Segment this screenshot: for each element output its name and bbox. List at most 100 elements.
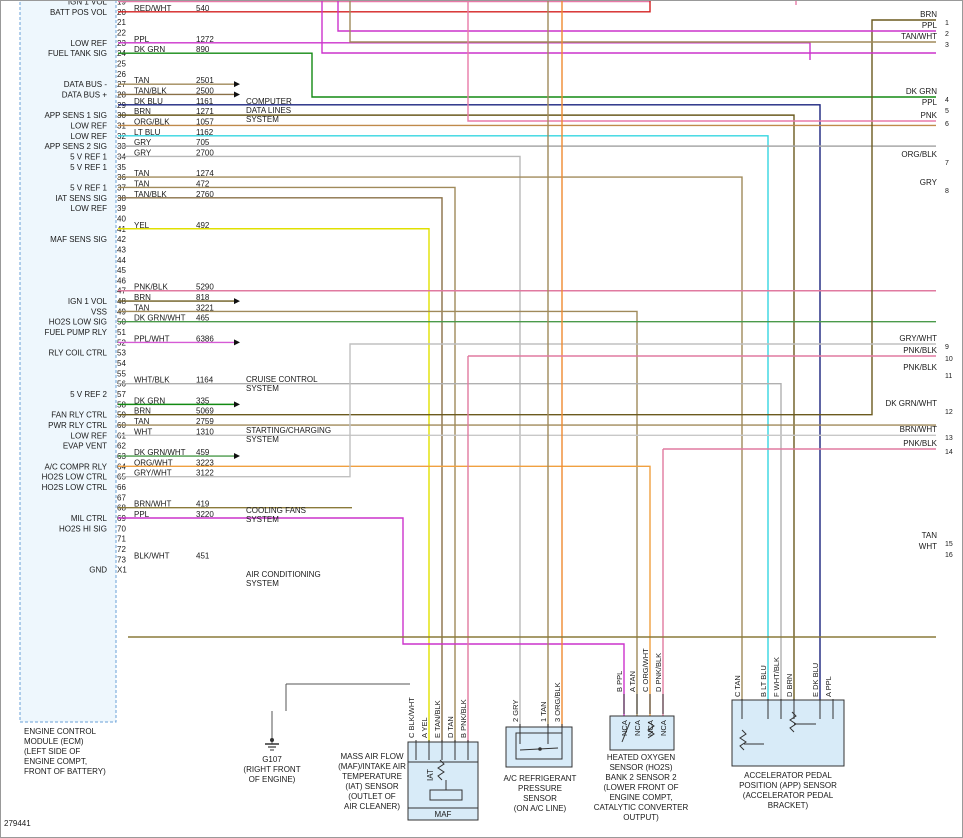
ecm-caption-line: (LEFT SIDE OF	[24, 747, 80, 756]
ecm-pin-number: 71	[117, 535, 126, 544]
ho2s-caption-6: CATALYTIC CONVERTER	[594, 803, 689, 812]
sensor-pin-label: A TAN	[628, 671, 637, 692]
ecm-box	[19, 0, 117, 723]
ecm-wire-circuit: 1057	[196, 117, 214, 126]
ho2s-caption-3: BANK 2 SENSOR 2	[605, 773, 677, 782]
sensor-pin-label: B PNK/BLK	[459, 699, 468, 738]
right-pin-number: 6	[945, 121, 949, 128]
ecm-wire-color: BRN/WHT	[134, 500, 171, 509]
sensor-pin-label: A PPL	[824, 676, 833, 697]
maf-body	[407, 761, 479, 809]
ecm-wire-color: DK GRN/WHT	[134, 448, 186, 457]
ecm-wire-circuit: 3220	[196, 510, 214, 519]
right-wire-color: BRN	[920, 10, 937, 19]
ecm-wire-color: PNK/BLK	[134, 283, 168, 292]
ecm-pin-signal: VSS	[91, 307, 107, 316]
right-wire-color: PNK/BLK	[903, 439, 937, 448]
ecm-wire-color: TAN	[134, 76, 150, 85]
ecm-wire-circuit: 2700	[196, 148, 214, 157]
ecm-wire-circuit: 1274	[196, 169, 214, 178]
system-label: CRUISE CONTROL	[246, 375, 318, 384]
right-pin-number: 1	[945, 20, 949, 27]
right-wire-color: PNK/BLK	[903, 346, 937, 355]
ecm-wire-circuit: 1310	[196, 427, 214, 436]
ecm-pin-signal: 5 V REF 1	[70, 152, 107, 161]
ecm-wire-circuit: 890	[196, 45, 210, 54]
ecm-pin-number: 43	[117, 245, 126, 254]
app-caption-3: (ACCELERATOR PEDAL	[743, 791, 834, 800]
system-label: COOLING FANS	[246, 506, 306, 515]
sensor-pin-label: D PNK/BLK	[654, 653, 663, 692]
ecm-wire-color: GRY	[134, 148, 152, 157]
maf-caption-4: (IAT) SENSOR	[345, 782, 398, 791]
ecm-wire-color: PPL	[134, 510, 150, 519]
ecm-wire-circuit: 5290	[196, 283, 214, 292]
sensor-pin-label: A YEL	[420, 717, 429, 738]
sensor-pin-label: B LT BLU	[759, 665, 768, 697]
right-wire-color: DK GRN/WHT	[885, 399, 937, 408]
wire-circuit-540	[118, 0, 651, 13]
app-sensor: ACCELERATOR PEDAL POSITION (APP) SENSOR …	[731, 699, 845, 810]
sensor-nca-label: NCA	[659, 720, 668, 736]
ecm-pin-signal: FAN RLY CTRL	[51, 411, 107, 420]
system-label: SYSTEM	[246, 115, 279, 124]
right-wire-color: TAN	[922, 531, 938, 540]
sensor-pin-label: 2 GRY	[511, 700, 520, 722]
right-pin-number: 15	[945, 541, 953, 548]
ecm-pin-number: 39	[117, 204, 126, 213]
ecm-pin-signal: HO2S LOW SIG	[49, 318, 107, 327]
ecm-pin-signal: HO2S LOW CTRL	[42, 483, 108, 492]
maf-caption: MASS AIR FLOW (MAF)/INTAKE AIR TEMPERATU…	[338, 752, 406, 811]
ecm-pin-number: 42	[117, 235, 126, 244]
ac-sensor-inner	[515, 732, 563, 760]
ecm-wire-circuit: 2759	[196, 417, 214, 426]
right-wire-color: PNK	[921, 111, 938, 120]
maf-box-label: MAF	[435, 810, 452, 819]
ecm-wire-circuit: 472	[196, 179, 210, 188]
ground-caption-1: (RIGHT FRONT	[243, 765, 300, 774]
right-wire-color: TAN/WHT	[901, 32, 937, 41]
sensor-pin-label: C TAN	[733, 675, 742, 697]
ecm-wire-circuit: 3221	[196, 303, 214, 312]
ecm-wire-color: RED/WHT	[134, 4, 171, 13]
maf-box-label-area	[407, 807, 479, 821]
wire-arrow	[234, 401, 240, 408]
ecm-wire-color: BRN	[134, 293, 151, 302]
ecm-pin-number: 51	[117, 328, 126, 337]
ecm-pin-number: 73	[117, 555, 126, 564]
ecm-wire-circuit: 1161	[196, 97, 214, 106]
ecm-pin-signal: HO2S HI SIG	[59, 524, 107, 533]
ecm-pin-number: 25	[117, 59, 126, 68]
ecm-pin-number: 66	[117, 483, 126, 492]
wire-circuit-492	[118, 228, 430, 742]
ho2s-caption-5: ENGINE COMPT,	[609, 793, 672, 802]
right-wire-color: DK GRN	[906, 87, 937, 96]
wire-circuit-3223	[118, 465, 651, 716]
right-pin-number: 8	[945, 188, 949, 195]
ecm-pin-signal: A/C COMPR RLY	[44, 462, 107, 471]
ecm-pin-signal: LOW REF	[71, 204, 108, 213]
maf-caption-6: AIR CLEANER)	[344, 802, 400, 811]
wire-feed	[349, 0, 936, 43]
app-pot-1	[739, 729, 747, 751]
system-label: SYSTEM	[246, 384, 279, 393]
maf-iat-label: IAT	[426, 769, 435, 781]
ecm-pin-number: 55	[117, 369, 126, 378]
ecm-pin-number: 67	[117, 493, 126, 502]
ecm-wire-circuit: 459	[196, 448, 210, 457]
system-label: AIR CONDITIONING	[246, 570, 321, 579]
right-pin-number: 16	[945, 552, 953, 559]
ecm-wire-circuit: 1162	[196, 128, 214, 137]
right-pin-number: 3	[945, 42, 949, 49]
ecm-pin-signal: GND	[89, 566, 107, 575]
ecm-wire-color: WHT	[134, 427, 152, 436]
ecm-caption-line: MODULE (ECM)	[24, 737, 84, 746]
wires	[118, 0, 936, 742]
app-body	[731, 699, 845, 767]
sensor-pin-label: 3 ORG/BLK	[553, 682, 562, 722]
wire-circuit-1162	[118, 135, 769, 716]
ecm-wire-circuit: 3223	[196, 458, 214, 467]
ecm-wire-circuit: 419	[196, 500, 210, 509]
